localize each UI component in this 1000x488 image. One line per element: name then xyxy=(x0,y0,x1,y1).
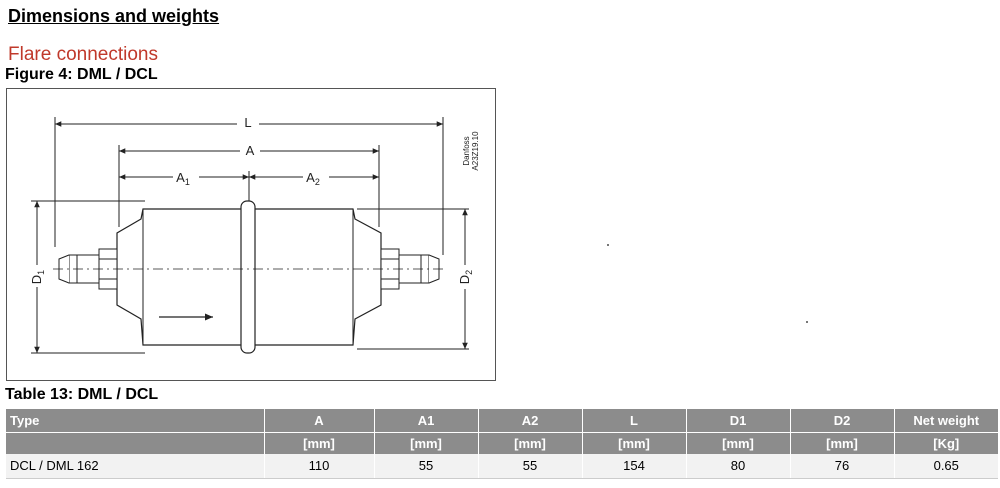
cell-D1: 80 xyxy=(685,454,790,479)
header-A: A xyxy=(263,409,374,432)
dimension-D1-label: D1 xyxy=(29,270,46,284)
dimension-L-label: L xyxy=(244,115,251,130)
table-unit-row: [mm] [mm] [mm] [mm] [mm] [mm] [Kg] xyxy=(6,431,998,454)
unit-net-weight: [Kg] xyxy=(893,431,998,454)
dimension-A1-label: A1 xyxy=(176,170,190,187)
dimension-A-label: A xyxy=(246,143,255,158)
cell-A: 110 xyxy=(263,454,374,479)
scan-speck xyxy=(806,321,808,323)
unit-A1: [mm] xyxy=(373,431,478,454)
dimension-D2-label: D2 xyxy=(457,270,474,284)
table-header-row: Type A A1 A2 L D1 D2 Net weight xyxy=(6,409,998,432)
header-type: Type xyxy=(6,409,264,432)
drawing-stamp-line2: A23Z19.10 xyxy=(471,131,480,171)
cell-D2: 76 xyxy=(789,454,894,479)
header-D1: D1 xyxy=(685,409,790,432)
cell-net-weight: 0.65 xyxy=(893,454,998,479)
cell-A1: 55 xyxy=(373,454,478,479)
header-A1: A1 xyxy=(373,409,478,432)
header-L: L xyxy=(581,409,686,432)
table-row: DCL / DML 162 110 55 55 154 80 76 0.65 xyxy=(6,454,998,479)
header-D2: D2 xyxy=(789,409,894,432)
cell-type: DCL / DML 162 xyxy=(6,454,264,479)
section-heading: Dimensions and weights xyxy=(8,6,220,26)
dimensions-table: Type A A1 A2 L D1 D2 Net weight [mm] [mm… xyxy=(6,409,998,479)
header-net-weight: Net weight xyxy=(893,409,998,432)
unit-L: [mm] xyxy=(581,431,686,454)
unit-D2: [mm] xyxy=(789,431,894,454)
unit-type xyxy=(6,431,264,454)
drawing-stamp-line1: Danfoss xyxy=(462,136,471,165)
cell-A2: 55 xyxy=(477,454,582,479)
connection-type-subheading: Flare connections xyxy=(8,44,158,65)
filter-drier-dimension-drawing: Danfoss A23Z19.10 L A A1 A2 D1 xyxy=(6,88,496,381)
dimension-A2-label: A2 xyxy=(306,170,320,187)
unit-A2: [mm] xyxy=(477,431,582,454)
header-A2: A2 xyxy=(477,409,582,432)
figure-caption: Figure 4: DML / DCL xyxy=(5,66,158,83)
scan-speck xyxy=(607,244,609,246)
cell-L: 154 xyxy=(581,454,686,479)
unit-D1: [mm] xyxy=(685,431,790,454)
unit-A: [mm] xyxy=(263,431,374,454)
table-caption: Table 13: DML / DCL xyxy=(5,386,159,403)
